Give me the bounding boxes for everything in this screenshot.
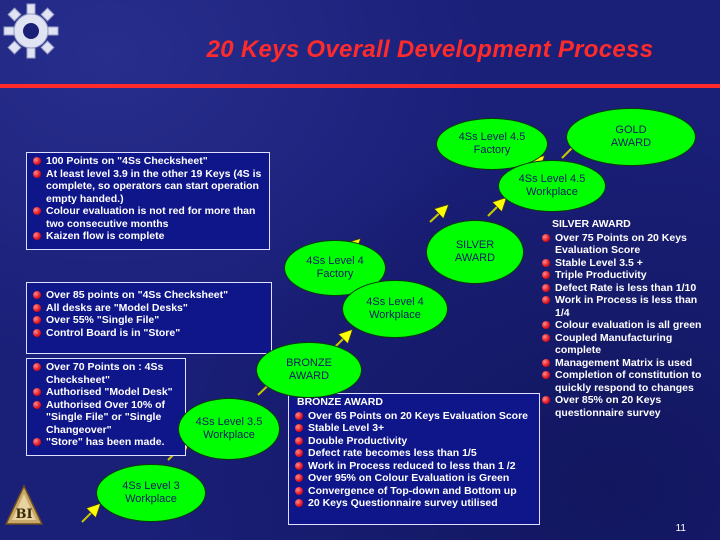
list-item: Over 70 Points on : 4Ss Checksheet" [31,361,181,386]
list-item: Over 85 points on "4Ss Checksheet" [31,289,267,302]
list-item: Authorised Over 10% of "Single File" or … [31,399,181,437]
stage-level35-workplace: 4Ss Level 3.5 Workplace [178,398,280,460]
gear-icon [3,3,59,59]
list-item: Double Productivity [293,435,535,448]
stage-bronze-award: BRONZE AWARD [256,342,362,398]
level4-criteria-box: Over 85 points on "4Ss Checksheet" All d… [26,282,272,354]
list-item: All desks are "Model Desks" [31,302,267,315]
list-item: Completion of constitution to quickly re… [540,369,708,394]
silver-criteria-heading: SILVER AWARD [552,218,631,230]
list-item: Colour evaluation is all green [540,319,708,332]
stage-silver-award: SILVER AWARD [426,220,524,284]
list-item: Defect rate becomes less than 1/5 [293,447,535,460]
level45-criteria-box: 100 Points on "4Ss Checksheet" At least … [26,152,270,250]
stage-level4-factory: 4Ss Level 4 Factory [284,240,386,296]
list-item: Management Matrix is used [540,357,708,370]
arrow-to-level3 [81,506,98,523]
level3-criteria-box: Over 70 Points on : 4Ss Checksheet" Auth… [26,358,186,456]
list-item: Triple Productivity [540,269,708,282]
silver-criteria-list: SILVER AWARD Over 75 Points on 20 Keys E… [540,218,708,419]
stage-level4-workplace: 4Ss Level 4 Workplace [342,280,448,338]
bronze-criteria-box: BRONZE AWARD Over 65 Points on 20 Keys E… [288,393,540,525]
list-item: Convergence of Top-down and Bottom up [293,485,535,498]
list-item: Over 75 Points on 20 Keys Evaluation Sco… [540,232,708,257]
list-item: 100 Points on "4Ss Checksheet" [31,155,265,168]
arrow-to-silver [429,207,446,223]
arrow-to-level45-workplace [487,200,504,217]
stage-level3-workplace: 4Ss Level 3 Workplace [96,464,206,522]
list-item: Over 65 Points on 20 Keys Evaluation Sco… [293,410,535,423]
list-item: "Store" has been made. [31,436,181,449]
svg-text:BI: BI [15,507,32,522]
list-item: Authorised "Model Desk" [31,386,181,399]
list-item: Control Board is in "Store" [31,327,267,340]
page-title: 20 Keys Overall Development Process [206,36,654,63]
list-item: Kaizen flow is complete [31,230,265,243]
list-item: Work in Process reduced to less than 1 /… [293,460,535,473]
list-item: 20 Keys Questionnaire survey utilised [293,497,535,510]
list-item: Work in Process is less than 1/4 [540,294,708,319]
list-item: Over 95% on Colour Evaluation is Green [293,472,535,485]
list-item: Defect Rate is less than 1/10 [540,282,708,295]
list-item: Colour evaluation is not red for more th… [31,205,265,230]
title-underline [0,84,720,88]
list-item: At least level 3.9 in the other 19 Keys … [31,168,265,206]
list-item: Over 55% "Single File" [31,314,267,327]
stage-gold-award: GOLD AWARD [566,108,696,166]
page-number: 11 [675,523,686,534]
bronze-criteria-heading: BRONZE AWARD [297,396,383,408]
stage-level45-factory: 4Ss Level 4.5 Factory [436,118,548,170]
list-item: Stable Level 3+ [293,422,535,435]
list-item: Stable Level 3.5 + [540,257,708,270]
list-item: Coupled Manufacturing complete [540,332,708,357]
bi-logo-icon: BI [4,484,44,525]
list-item: Over 85% on 20 Keys questionnaire survey [540,394,708,419]
stage-level45-workplace: 4Ss Level 4.5 Workplace [498,160,606,212]
